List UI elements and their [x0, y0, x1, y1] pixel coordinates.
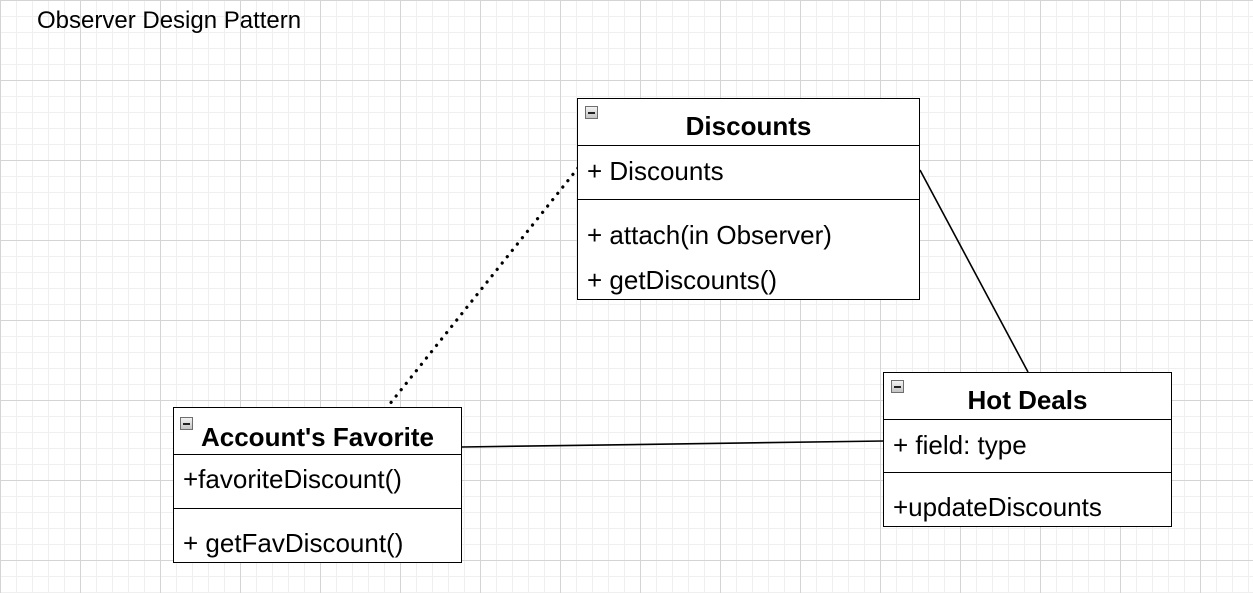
connector-accounts-favorite-to-hot-deals[interactable]: [461, 440, 885, 448]
method-row[interactable]: + getDiscounts(): [587, 265, 778, 295]
class-discounts-name: Discounts: [685, 111, 812, 141]
class-discounts[interactable]: Discounts + Discounts + attach(in Observ…: [577, 98, 920, 300]
class-accounts-favorite-name: Account's Favorite: [200, 422, 434, 452]
attribute-row[interactable]: +favoriteDiscount(): [183, 464, 402, 494]
class-hot-deals-name: Hot Deals: [967, 385, 1088, 415]
method-row[interactable]: +updateDiscounts: [893, 492, 1102, 522]
attribute-row[interactable]: + Discounts: [587, 156, 724, 186]
class-accounts-favorite-attributes[interactable]: +favoriteDiscount(): [174, 455, 461, 509]
diagram-title: Observer Design Pattern: [37, 7, 302, 34]
connector-discounts-to-accounts-favorite[interactable]: [387, 166, 580, 407]
connector-discounts-to-hot-deals[interactable]: [919, 169, 1029, 373]
class-hot-deals[interactable]: Hot Deals + field: type +updateDiscounts: [883, 372, 1172, 527]
class-discounts-attributes[interactable]: + Discounts: [578, 146, 919, 200]
class-hot-deals-header[interactable]: Hot Deals: [884, 373, 1171, 420]
method-row[interactable]: + getFavDiscount(): [183, 528, 404, 558]
class-discounts-methods[interactable]: + attach(in Observer) + getDiscounts(): [578, 200, 919, 298]
collapse-icon[interactable]: [891, 380, 904, 393]
class-accounts-favorite-methods[interactable]: + getFavDiscount(): [174, 509, 461, 561]
collapse-icon[interactable]: [585, 106, 598, 119]
class-accounts-favorite[interactable]: Account's Favorite +favoriteDiscount() +…: [173, 407, 462, 563]
class-hot-deals-attributes[interactable]: + field: type: [884, 420, 1171, 473]
class-hot-deals-methods[interactable]: +updateDiscounts: [884, 473, 1171, 525]
attribute-row[interactable]: + field: type: [893, 430, 1027, 460]
collapse-icon[interactable]: [180, 417, 193, 430]
method-row[interactable]: + attach(in Observer): [587, 220, 832, 250]
class-discounts-header[interactable]: Discounts: [578, 99, 919, 146]
class-accounts-favorite-header[interactable]: Account's Favorite: [174, 408, 461, 455]
